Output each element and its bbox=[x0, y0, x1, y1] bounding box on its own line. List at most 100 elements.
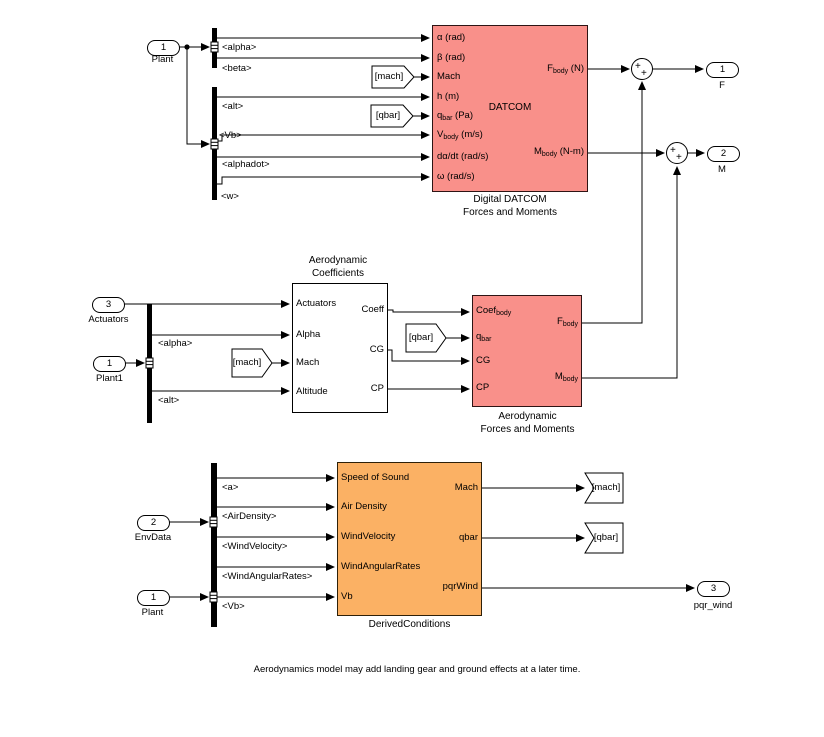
goto-tag-qbar-label: [qbar] bbox=[593, 532, 619, 543]
wire bbox=[582, 166, 681, 379]
outport-f-label: F bbox=[719, 80, 725, 91]
from-tag-mach-label: [mach] bbox=[374, 71, 404, 82]
inport-plant-label: Plant bbox=[151, 54, 174, 65]
bus-port-hatch bbox=[209, 591, 218, 603]
derived-output-label: pqrWind bbox=[442, 581, 478, 592]
from-tag-mach[interactable] bbox=[231, 348, 273, 378]
block-name: Forces and Moments bbox=[480, 424, 575, 435]
from-tag-qbar-label: [qbar] bbox=[408, 332, 434, 343]
from-tag-qbar-label: [qbar] bbox=[375, 110, 401, 121]
bus-signal-label: <alpha> bbox=[222, 42, 257, 53]
goto-tag-mach[interactable] bbox=[584, 472, 624, 504]
aerofm-input-label: qbar bbox=[476, 331, 492, 343]
inport-plant1[interactable]: 1 bbox=[93, 356, 126, 372]
derived-input-label: WindVelocity bbox=[341, 531, 396, 542]
aerofm-output-label: Fbody bbox=[557, 316, 578, 328]
inport-plant[interactable]: 1 bbox=[147, 40, 180, 56]
derived-input-label: Air Density bbox=[341, 501, 387, 512]
bus-port-hatch bbox=[210, 138, 219, 150]
bus-selector-bar[interactable] bbox=[211, 463, 217, 627]
coeff-output-label: CP bbox=[370, 383, 384, 394]
branch-dot bbox=[184, 44, 190, 50]
datcom-input-label: dα/dt (rad/s) bbox=[437, 151, 489, 162]
derived-input-label: Speed of Sound bbox=[341, 472, 410, 483]
inport-envdata-label: EnvData bbox=[134, 532, 172, 543]
datcom-center-label: DATCOM bbox=[488, 102, 532, 113]
outport-m[interactable]: 2 bbox=[707, 146, 740, 162]
from-tag-qbar[interactable] bbox=[405, 323, 447, 353]
inport-plant-bottom[interactable]: 1 bbox=[137, 590, 170, 606]
plus-sign: + bbox=[676, 152, 682, 163]
wire bbox=[217, 173, 430, 185]
bus-port-hatch bbox=[210, 41, 219, 53]
inport-actuators-label: Actuators bbox=[88, 314, 129, 325]
datcom-input-label: α (rad) bbox=[437, 32, 466, 43]
wire bbox=[186, 47, 210, 148]
diagram-annotation: Aerodynamics model may add landing gear … bbox=[253, 664, 581, 675]
wire bbox=[388, 349, 470, 365]
outport-pqrwind-label: pqr_wind bbox=[693, 600, 733, 611]
block-name: Forces and Moments bbox=[463, 207, 557, 218]
bus-signal-label: <alt> bbox=[222, 101, 244, 112]
datcom-input-label: β (rad) bbox=[437, 52, 466, 63]
bus-signal-label: <Vb> bbox=[219, 130, 242, 141]
from-tag-mach[interactable] bbox=[371, 65, 415, 89]
aerofm-input-label: CG bbox=[476, 355, 491, 366]
block-name: DerivedConditions bbox=[368, 619, 451, 630]
wire bbox=[217, 131, 430, 142]
inport-envdata[interactable]: 2 bbox=[137, 515, 170, 531]
wire bbox=[388, 308, 470, 316]
plus-sign: + bbox=[635, 61, 641, 72]
goto-tag-mach-label: [mach] bbox=[591, 482, 621, 493]
aerofm-input-label: CP bbox=[476, 382, 490, 393]
from-tag-mach-label: [mach] bbox=[232, 357, 262, 368]
bus-signal-label: <Vb> bbox=[222, 601, 245, 612]
coeff-output-label: Coeff bbox=[361, 304, 384, 315]
datcom-input-label: ω (rad/s) bbox=[437, 171, 475, 182]
sum-junction-f[interactable]: + + bbox=[631, 58, 653, 80]
block-name: Aerodynamic bbox=[498, 411, 557, 422]
datcom-output-label: Mbody (N-m) bbox=[533, 146, 584, 158]
block-title: Coefficients bbox=[311, 268, 365, 279]
bus-signal-label: <alpha> bbox=[158, 338, 193, 349]
datcom-input-label: qbar (Pa) bbox=[437, 110, 474, 122]
aero-coefficients-block[interactable] bbox=[292, 283, 388, 413]
derived-output-label: qbar bbox=[458, 532, 478, 543]
goto-tag-qbar[interactable] bbox=[584, 522, 624, 554]
coeff-input-label: Alpha bbox=[296, 329, 321, 340]
outport-pqrwind[interactable]: 3 bbox=[697, 581, 730, 597]
datcom-input-label: Vbody (m/s) bbox=[437, 129, 483, 141]
coeff-output-label: CG bbox=[369, 344, 384, 355]
inport-plant-bottom-label: Plant bbox=[141, 607, 164, 618]
coeff-input-label: Altitude bbox=[296, 386, 328, 397]
coeff-input-label: Actuators bbox=[296, 298, 337, 309]
bus-signal-label: <WindAngularRates> bbox=[222, 571, 313, 582]
bus-signal-label: <WindVelocity> bbox=[222, 541, 288, 552]
block-title: Aerodynamic bbox=[308, 255, 368, 266]
derived-conditions-block[interactable] bbox=[337, 462, 482, 616]
bus-signal-label: <w> bbox=[221, 191, 239, 202]
bus-signal-label: <a> bbox=[222, 482, 239, 493]
coeff-input-label: Mach bbox=[296, 357, 320, 368]
outport-f[interactable]: 1 bbox=[706, 62, 739, 78]
datcom-input-label: Mach bbox=[437, 71, 461, 82]
bus-signal-label: <AirDensity> bbox=[222, 511, 277, 522]
outport-m-label: M bbox=[718, 164, 726, 175]
derived-input-label: WindAngularRates bbox=[341, 561, 421, 572]
from-tag-qbar[interactable] bbox=[370, 104, 414, 128]
bus-signal-label: <beta> bbox=[222, 63, 252, 74]
inport-actuators[interactable]: 3 bbox=[92, 297, 125, 313]
wire bbox=[582, 81, 646, 324]
plus-sign: + bbox=[670, 145, 676, 156]
digital-datcom-block[interactable] bbox=[432, 25, 588, 192]
plus-sign: + bbox=[641, 68, 647, 79]
aerofm-input-label: Coefbody bbox=[476, 305, 512, 317]
datcom-input-label: h (m) bbox=[437, 91, 460, 102]
aero-forces-moments-block[interactable] bbox=[472, 295, 582, 407]
derived-input-label: Vb bbox=[341, 591, 353, 602]
sum-junction-m[interactable]: + + bbox=[666, 142, 688, 164]
aerofm-output-label: Mbody bbox=[554, 371, 578, 383]
datcom-output-label: Fbody (N) bbox=[547, 63, 584, 75]
